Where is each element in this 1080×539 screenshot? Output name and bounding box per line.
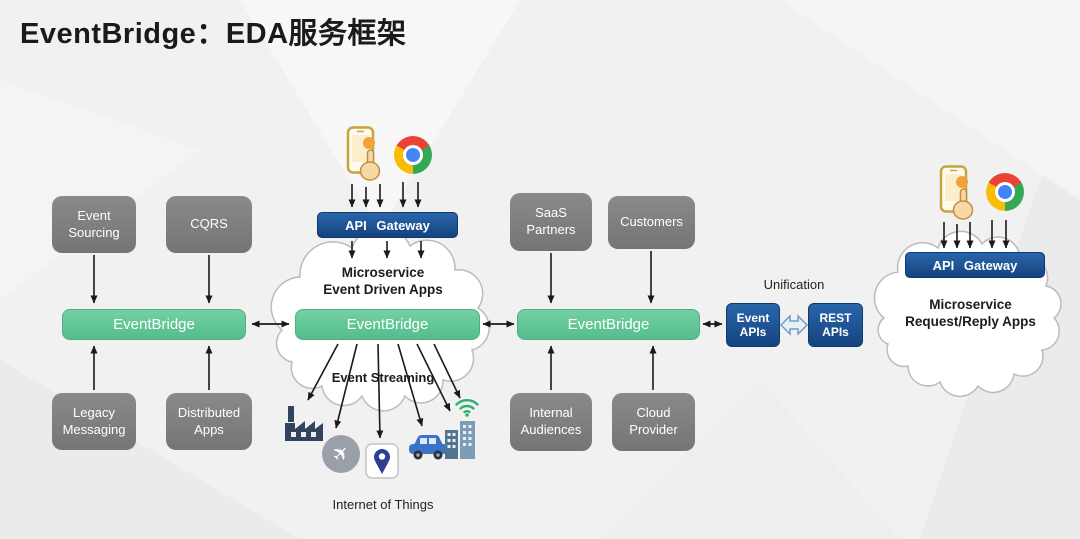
chrome-browser-icon	[394, 136, 432, 174]
arrow-bus-to-car	[397, 343, 424, 427]
legacy-messaging-box: Legacy Messaging	[52, 393, 136, 450]
customers-box: Customers	[608, 196, 695, 249]
page-title: EventBridge：EDA服务框架	[20, 18, 407, 50]
unification-double-arrow-icon	[779, 314, 809, 336]
api-gateway-bar-middle: API Gateway	[317, 212, 458, 238]
iot-wifi-icon	[454, 395, 480, 417]
event-streaming-label: Event Streaming	[331, 370, 435, 385]
rest-apis-box: REST APIs	[808, 303, 863, 347]
airplane-glyph: ✈	[327, 440, 355, 468]
smartphone-touch-icon	[343, 126, 383, 182]
api-gateway-bar-right: API Gateway	[905, 252, 1045, 278]
arrow-bus-to-pin	[376, 343, 384, 439]
smartphone-touch-icon-right	[936, 165, 976, 221]
cloud-title-line1: Microservice	[341, 265, 425, 280]
cqrs-box: CQRS	[166, 196, 252, 253]
unification-label: Unification	[763, 277, 825, 292]
eventbridge-bus-left: EventBridge	[62, 309, 246, 340]
distributed-apps-box: Distributed Apps	[166, 393, 252, 450]
right-cloud-title-line1: Microservice	[929, 297, 1012, 312]
arrow-bus-to-plane	[334, 343, 358, 429]
internet-of-things-label: Internet of Things	[332, 497, 434, 512]
eventbridge-bus-middle: EventBridge	[295, 309, 480, 340]
airplane-icon: ✈	[322, 435, 360, 473]
cloud-provider-box: Cloud Provider	[612, 393, 695, 451]
event-apis-box: Event APIs	[726, 303, 780, 347]
right-cloud-title-line2: Request/Reply Apps	[905, 314, 1036, 329]
chrome-browser-icon-right	[986, 173, 1024, 211]
cloud-title-line2: Event Driven Apps	[323, 282, 443, 297]
internal-audiences-box: Internal Audiences	[510, 393, 592, 451]
microservice-request-reply-apps-label: Microservice Request/Reply Apps	[883, 296, 1058, 330]
buildings-icon	[444, 418, 476, 460]
saas-partners-box: SaaS Partners	[510, 193, 592, 251]
event-sourcing-box: Event Sourcing	[52, 196, 136, 253]
microservice-event-driven-apps-label: Microservice Event Driven Apps	[308, 264, 458, 298]
car-icon	[407, 432, 449, 462]
eventbridge-bus-right: EventBridge	[517, 309, 700, 340]
factory-icon	[283, 403, 325, 443]
location-pin-icon	[365, 443, 399, 479]
